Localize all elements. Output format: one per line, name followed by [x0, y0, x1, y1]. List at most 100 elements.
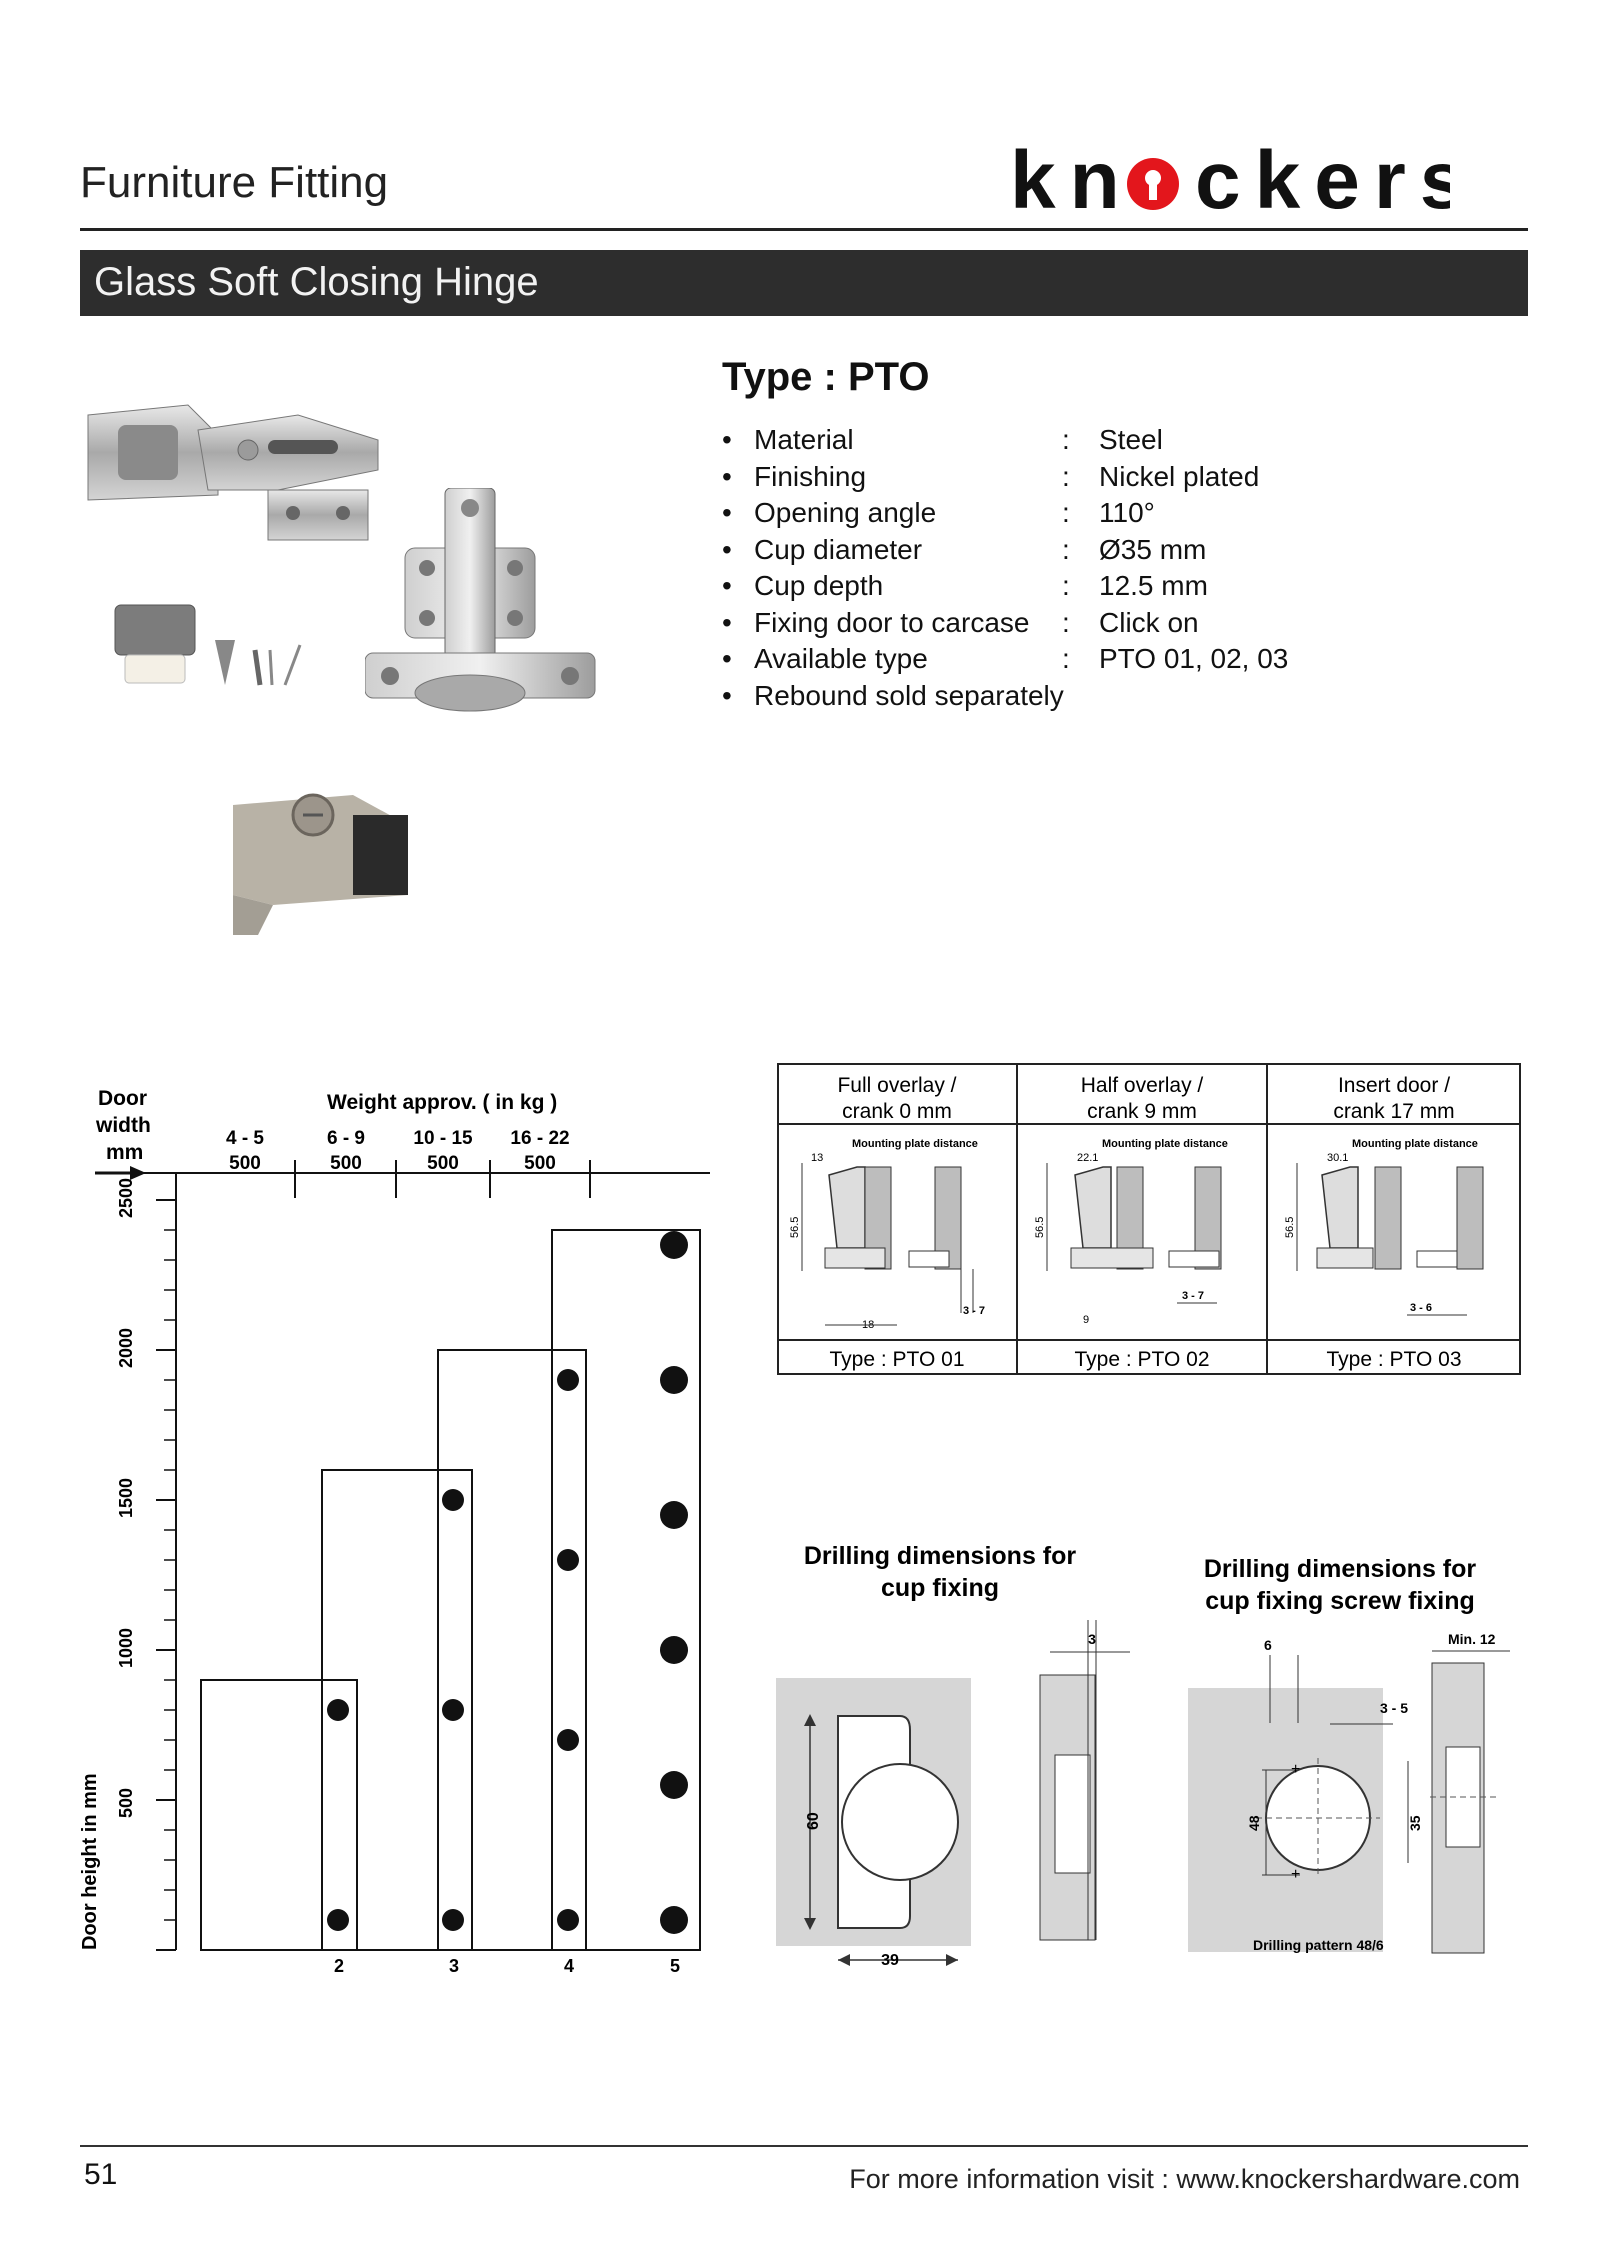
y-tick-label: 2500: [116, 1178, 136, 1218]
svg-text:Mounting plate distance: Mounting plate distance: [852, 1138, 978, 1150]
weight-range-label: 6 - 9: [327, 1128, 365, 1149]
product-title: Glass Soft Closing Hinge: [94, 260, 539, 304]
drilling-cup-fixing: Drilling dimensions for cup fixing 60 39…: [776, 1542, 1130, 1969]
pto01-title-2: crank 0 mm: [842, 1100, 952, 1123]
drilling-pattern-label: Drilling pattern 48/6: [1253, 1937, 1384, 1953]
brand-text-start: kn: [1010, 140, 1134, 220]
header-arrowhead: [130, 1166, 146, 1180]
hinge-position-point: [557, 1549, 579, 1571]
pto01-type-label: Type : PTO 01: [829, 1348, 964, 1371]
weight-range-label: 10 - 15: [413, 1128, 473, 1149]
svg-text:3 - 7: 3 - 7: [963, 1305, 985, 1317]
hinge-position-point: [442, 1699, 464, 1721]
svg-text:3 - 7: 3 - 7: [1182, 1290, 1204, 1302]
hinge-position-point: [327, 1699, 349, 1721]
hinge-open-photo: [87, 404, 379, 541]
svg-text:Mounting plate distance: Mounting plate distance: [1352, 1138, 1478, 1150]
y-axis-title: Door height in mm: [79, 1773, 101, 1950]
type-title: Type : PTO: [722, 355, 930, 399]
x-axis-labels: 2 3 4 5: [334, 1956, 680, 1976]
brand-text-end: ckers: [1195, 140, 1450, 220]
svg-text:+: +: [1291, 1761, 1300, 1778]
chart-points: [327, 1231, 688, 1934]
svg-text:Mounting plate distance: Mounting plate distance: [1102, 1138, 1228, 1150]
chart-frames: [200, 1229, 701, 1951]
pto01-drawing: Mounting plate distance 13 56.5 3 - 7 18: [789, 1138, 985, 1331]
weight-range-label: 4 - 5: [226, 1128, 264, 1149]
cup-height-dim: 60: [805, 1812, 822, 1830]
svg-text:56.5: 56.5: [1034, 1217, 1046, 1238]
keyhole-icon: [1127, 158, 1179, 210]
pto03-type-label: Type : PTO 03: [1326, 1348, 1461, 1371]
hinge-position-point: [660, 1366, 688, 1394]
drilling-screw-fixing: Drilling dimensions for cup fixing screw…: [1188, 1555, 1510, 1954]
cup-fixing-title-1: Drilling dimensions for: [804, 1542, 1077, 1570]
x-tick-label: 4: [564, 1956, 574, 1976]
hinge-position-point: [442, 1489, 464, 1511]
pto02-title-2: crank 9 mm: [1087, 1100, 1197, 1123]
screw-fixing-title-2: cup fixing screw fixing: [1205, 1587, 1475, 1615]
door-width-label: 500: [229, 1153, 261, 1174]
door-width-label: 500: [524, 1153, 556, 1174]
pto03-drawing: Mounting plate distance 30.1 56.5 3 - 6: [1284, 1138, 1484, 1316]
corner-label-2: width: [95, 1114, 151, 1137]
svg-text:3 - 6: 3 - 6: [1410, 1302, 1432, 1314]
hinge-position-point: [442, 1909, 464, 1931]
x-tick-label: 3: [449, 1956, 459, 1976]
brand-logo: kn ckers: [1010, 140, 1450, 220]
screw-range-dim: 3 - 5: [1380, 1700, 1408, 1716]
cup-width-dim: 39: [881, 1952, 899, 1969]
corner-label-3: mm: [106, 1141, 143, 1164]
product-banner: Glass Soft Closing Hinge: [80, 250, 1528, 316]
svg-text:+: +: [1291, 1866, 1300, 1883]
hinge-type-table: Full overlay / crank 0 mm Half overlay /…: [777, 1063, 1521, 1375]
weight-header: Weight approv. ( in kg ): [327, 1091, 557, 1114]
section-title: Furniture Fitting: [80, 158, 389, 207]
hinge-position-point: [557, 1729, 579, 1751]
page-number: 51: [84, 2158, 118, 2191]
corner-label-1: Door: [98, 1087, 147, 1110]
x-tick-label: 2: [334, 1956, 344, 1976]
svg-text:56.5: 56.5: [789, 1217, 801, 1238]
hinge-position-point: [660, 1501, 688, 1529]
hinge-position-point: [660, 1906, 688, 1934]
svg-text:13: 13: [811, 1152, 823, 1164]
pto02-drawing: Mounting plate distance 22.1 56.5 3 - 7 …: [1034, 1138, 1228, 1326]
screw-height-right-dim: 35: [1407, 1815, 1423, 1831]
svg-text:9: 9: [1083, 1314, 1089, 1326]
y-tick-label: 1000: [116, 1628, 136, 1668]
screw-offset-dim: 6: [1264, 1637, 1272, 1653]
y-tick-label: 500: [116, 1788, 136, 1818]
cup-hole: [841, 1763, 959, 1881]
svg-text:22.1: 22.1: [1077, 1152, 1098, 1164]
hinge-closeup-photo: [233, 775, 408, 935]
hinge-position-point: [660, 1231, 688, 1259]
hinge-front-photo: [365, 488, 596, 712]
header-divider: [80, 228, 1528, 231]
y-tick-label: 1500: [116, 1478, 136, 1518]
capacity-frame: [551, 1229, 701, 1951]
cup-fixing-title-2: cup fixing: [881, 1574, 999, 1602]
pto03-title-1: Insert door /: [1338, 1074, 1450, 1097]
hinge-position-point: [557, 1909, 579, 1931]
hinge-quantity-chart: Door width mm Weight approv. ( in kg ) 4…: [79, 1087, 710, 1976]
screw-min-label: Min. 12: [1448, 1631, 1496, 1647]
rebound-kit-photo: [114, 604, 302, 686]
weight-range-label: 16 - 22: [510, 1128, 569, 1149]
svg-text:30.1: 30.1: [1327, 1152, 1348, 1164]
footer-website: For more information visit : www.knocker…: [849, 2164, 1520, 2194]
pto02-title-1: Half overlay /: [1081, 1074, 1204, 1097]
capacity-frame: [200, 1679, 358, 1951]
pto03-title-2: crank 17 mm: [1333, 1100, 1454, 1123]
hinge-position-point: [660, 1636, 688, 1664]
svg-text:56.5: 56.5: [1284, 1217, 1296, 1238]
hinge-position-point: [557, 1369, 579, 1391]
capacity-frame: [437, 1349, 587, 1951]
footer-divider: [80, 2145, 1528, 2147]
door-width-label: 500: [330, 1153, 362, 1174]
hinge-position-point: [660, 1771, 688, 1799]
pto02-type-label: Type : PTO 02: [1074, 1348, 1209, 1371]
x-tick-label: 5: [670, 1956, 680, 1976]
